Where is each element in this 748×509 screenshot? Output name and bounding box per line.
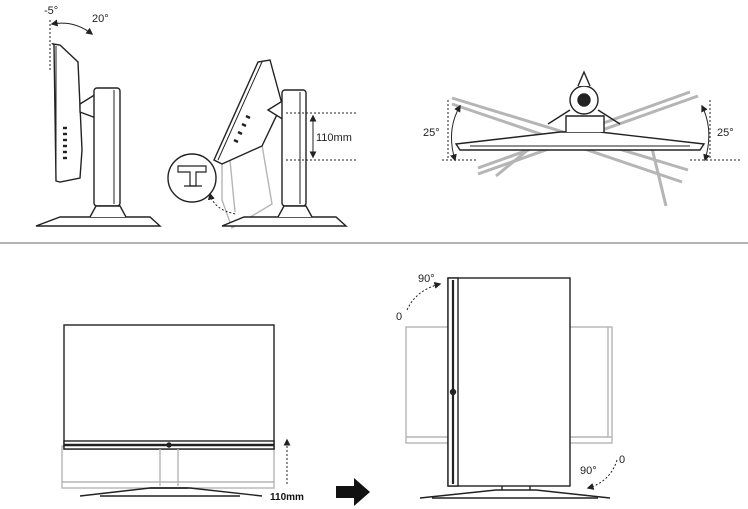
height-front-diagram [61, 324, 291, 497]
tilt-diagram [35, 19, 162, 227]
pivot-top-end-label: 90° [418, 273, 435, 285]
pivot-bottom-start-label: 0 [619, 454, 625, 466]
tilt-forward-angle-label: 20° [92, 13, 109, 25]
height-front-label: 110mm [270, 492, 304, 503]
height-side-label: 110mm [316, 132, 352, 144]
transition-arrow-icon [336, 478, 370, 506]
pivot-top-start-label: 0 [396, 311, 402, 323]
pivot-diagram [405, 277, 618, 499]
pivot-bottom-end-label: 90° [580, 465, 597, 477]
swivel-right-angle-label: 25° [717, 127, 734, 139]
swivel-left-angle-label: 25° [423, 127, 440, 139]
swivel-diagram [442, 70, 740, 207]
tilt-back-angle-label: -5° [44, 5, 58, 17]
height-side-diagram [167, 59, 356, 230]
